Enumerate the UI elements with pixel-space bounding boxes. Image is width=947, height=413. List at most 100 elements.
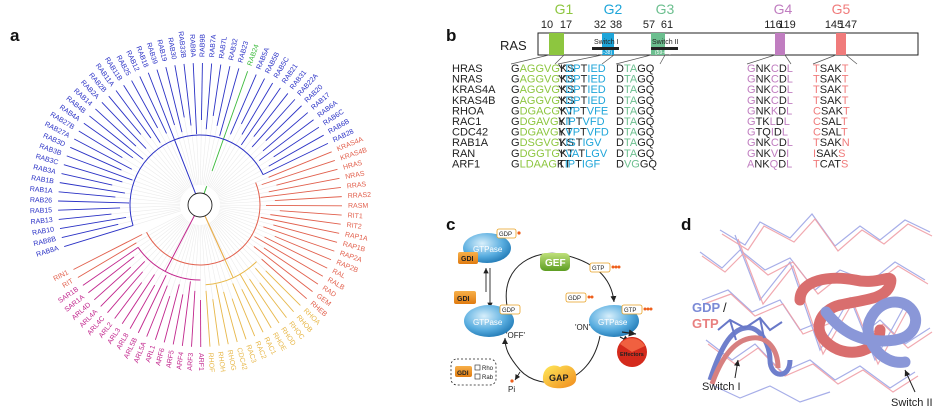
tree-branch <box>268 134 324 167</box>
phosphate-gtp-1 <box>611 265 615 269</box>
motif-block <box>651 33 665 55</box>
tree-branch <box>183 63 192 126</box>
backbone-gtp <box>701 218 933 393</box>
alignment-motif-seq: CSALT <box>813 116 848 128</box>
clade-stem <box>174 139 197 195</box>
switch2-gdp-coil <box>820 296 922 368</box>
gtpase-top-left <box>463 233 511 263</box>
motif-start-position: 32 <box>594 19 606 31</box>
gtpase-off-label: GTPase <box>473 318 503 327</box>
motif-block <box>602 33 614 55</box>
alignment-motif-seq: YVPTVFE <box>558 105 608 117</box>
tree-leaf-label: RAP1A <box>344 231 368 243</box>
switch-bars: Switch I (30-38) Switch II (59-67) <box>592 39 679 56</box>
tree-branch <box>219 68 240 136</box>
on-state-label: 'ON' <box>575 323 591 332</box>
tree-leaf-label: NRAS <box>345 170 366 181</box>
tree-branch <box>172 294 184 345</box>
effectors-label: Effectors <box>620 352 644 358</box>
tree-branch <box>58 207 121 211</box>
panel-label-c: c <box>446 215 456 234</box>
tree-branch <box>108 95 142 135</box>
gdp-tag-exchange <box>565 292 587 303</box>
gap-label: GAP <box>549 373 569 383</box>
motif-start-position: 145 <box>825 19 843 31</box>
tree-branch <box>263 226 335 252</box>
alignment-motif-seq: GTKLDL <box>747 116 790 128</box>
tree-branch <box>146 285 168 337</box>
tree-branch <box>107 271 144 314</box>
tree-branch <box>211 71 249 172</box>
tree-branch <box>131 80 158 129</box>
tree-branch <box>215 284 229 345</box>
tree-branch <box>268 151 332 178</box>
alignment-motif-seq: GDSGVGKS <box>511 137 574 149</box>
tree-branch <box>212 299 220 346</box>
gdi-box-top <box>458 252 478 264</box>
tree-branch <box>61 173 113 186</box>
tree-branch <box>241 82 274 135</box>
phosphate-dot <box>517 231 521 235</box>
tree-branch <box>59 217 127 230</box>
alignment-motif-seq: GDGACGKT <box>511 105 574 117</box>
motif-group-label: G1 <box>555 1 574 17</box>
motif-start-position: 10 <box>541 19 553 31</box>
clade-arc <box>205 261 257 286</box>
tree-branch <box>114 282 143 319</box>
tree-leaf-label: RHOG <box>226 349 237 371</box>
alignment-motif-seq: CSALT <box>813 127 848 139</box>
gtp-tag-exchange-label: GTP <box>592 266 604 272</box>
alignment-motif-seq: DTAGQ <box>616 95 655 107</box>
tree-branch <box>123 85 161 143</box>
gdi-legend-box <box>450 358 497 386</box>
switch1-gdp <box>707 325 793 381</box>
motif-connectors <box>510 54 858 65</box>
tree-branch <box>137 275 167 334</box>
tree-branch <box>249 278 280 324</box>
phosphate-exchange-1 <box>587 295 591 299</box>
tree-branch <box>261 258 307 300</box>
tree-leaf-label: RIT2 <box>346 222 362 231</box>
ras-label: RAS <box>500 38 527 53</box>
alignment-motif-seq: TSAKN <box>813 137 850 149</box>
tree-branch <box>58 213 112 220</box>
gdp-tag-off <box>499 304 521 315</box>
tree-branch <box>163 284 180 343</box>
alignment-motif-seq: ANKQDL <box>747 158 792 170</box>
tree-leaf-label: ARF3 <box>187 352 195 370</box>
alignment-motif-seq: GNKVDI <box>747 148 789 160</box>
switch2-label: Switch II <box>652 39 679 46</box>
tree-branch <box>101 102 147 149</box>
phylogenetic-tree: RAB8ARAB8BRAB10RAB13RAB15RAB26RAB1ARAB1B… <box>29 31 371 373</box>
rho-legend-marker <box>474 364 481 371</box>
gdp-tag-exchange-label: GDP <box>568 296 581 302</box>
tree-branch <box>205 290 211 347</box>
switch2-range: (59-67) <box>655 50 671 56</box>
alignment-motif-seq: TIPTIGF <box>558 158 601 170</box>
motif-end-position: 61 <box>661 19 673 31</box>
alignment-motif-seq: GLDAAGKT <box>511 158 571 170</box>
motif-start-position: 57 <box>643 19 655 31</box>
panel-label-a: a <box>10 26 20 45</box>
alignment-row-name: HRAS <box>452 63 483 75</box>
motif-end-position: 119 <box>778 19 796 31</box>
phosphate-on-1 <box>643 307 647 311</box>
clade-stem <box>164 215 195 272</box>
pi-dot <box>510 379 514 383</box>
tree-leaf-label: ARF4 <box>176 351 185 370</box>
nucleotide-stick <box>717 316 783 341</box>
gdp-tag-off-label: GDP <box>502 308 515 314</box>
tree-branch <box>58 191 116 198</box>
alignment-motif-seq: GNKCDL <box>747 137 793 149</box>
motif-end-position: 147 <box>839 19 857 31</box>
tree-branch <box>61 223 119 239</box>
gtpase-off <box>464 305 514 337</box>
alignment-motif-seq: YDPTIED <box>558 84 606 96</box>
tree-leaf-label: RHOF <box>207 352 215 372</box>
tree-branch <box>263 247 319 285</box>
tree-branch <box>264 236 328 269</box>
tree-branch <box>261 160 335 186</box>
tree-branch <box>262 142 329 176</box>
alignment-motif-seq: TSAKT <box>813 74 849 86</box>
